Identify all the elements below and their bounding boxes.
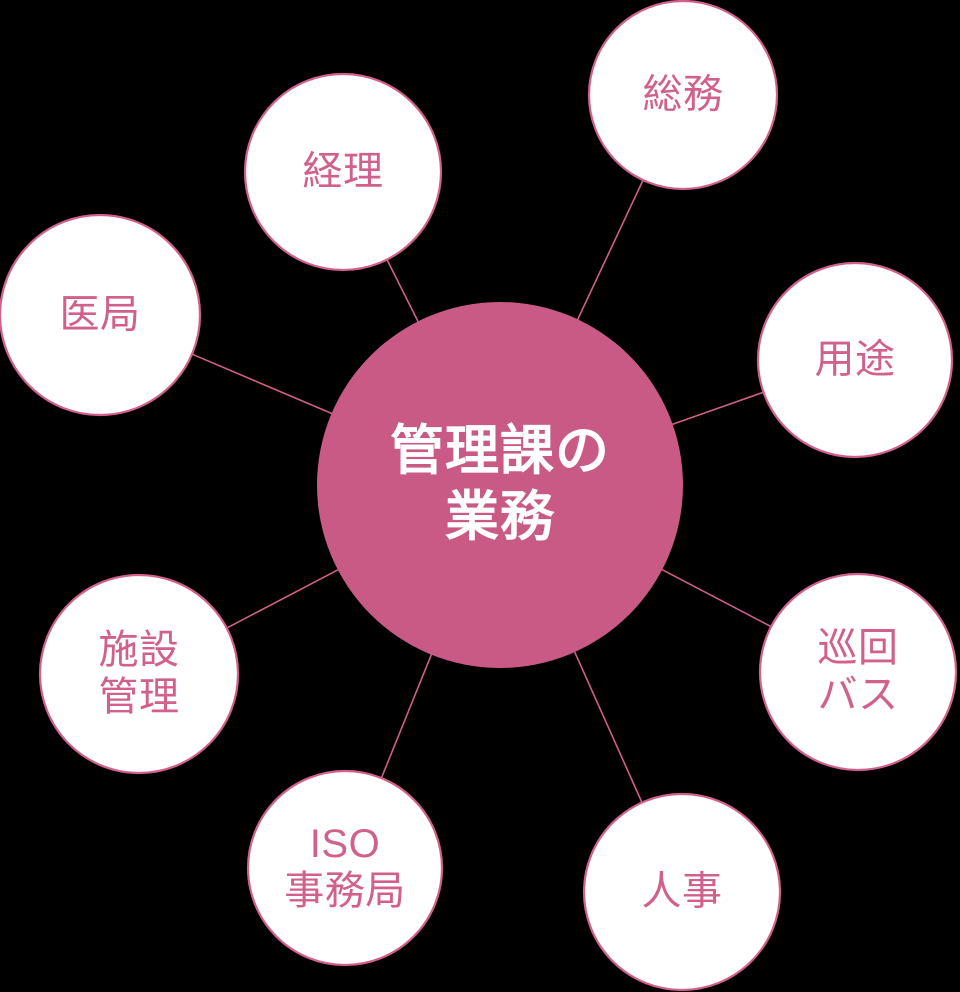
connector-line-ikyoku [188, 351, 338, 417]
connector-line-iso-jimukyoku [379, 648, 435, 783]
connector-line-shisetsu-kanri [222, 566, 344, 631]
center-circle [317, 302, 683, 668]
center-circle-group [317, 302, 683, 668]
connector-line-keiri [384, 255, 422, 328]
connector-line-youto [666, 390, 768, 427]
satellite-circle-youto[interactable] [756, 261, 954, 459]
satellite-circle-soumu[interactable] [587, 0, 779, 191]
satellite-circle-junkai-bus[interactable] [758, 572, 958, 772]
satellite-circle-jinji[interactable] [582, 792, 782, 992]
connector-line-junkai-bus [656, 566, 776, 630]
satellite-circle-iso-jimukyoku[interactable] [246, 769, 444, 967]
spoke-lines [188, 176, 776, 807]
satellite-circle-keiri[interactable] [243, 72, 443, 272]
connector-line-soumu [574, 176, 646, 326]
connector-line-jinji [571, 646, 645, 807]
satellite-circle-shisetsu-kanri[interactable] [38, 573, 240, 775]
satellite-circle-ikyoku[interactable] [0, 213, 202, 417]
